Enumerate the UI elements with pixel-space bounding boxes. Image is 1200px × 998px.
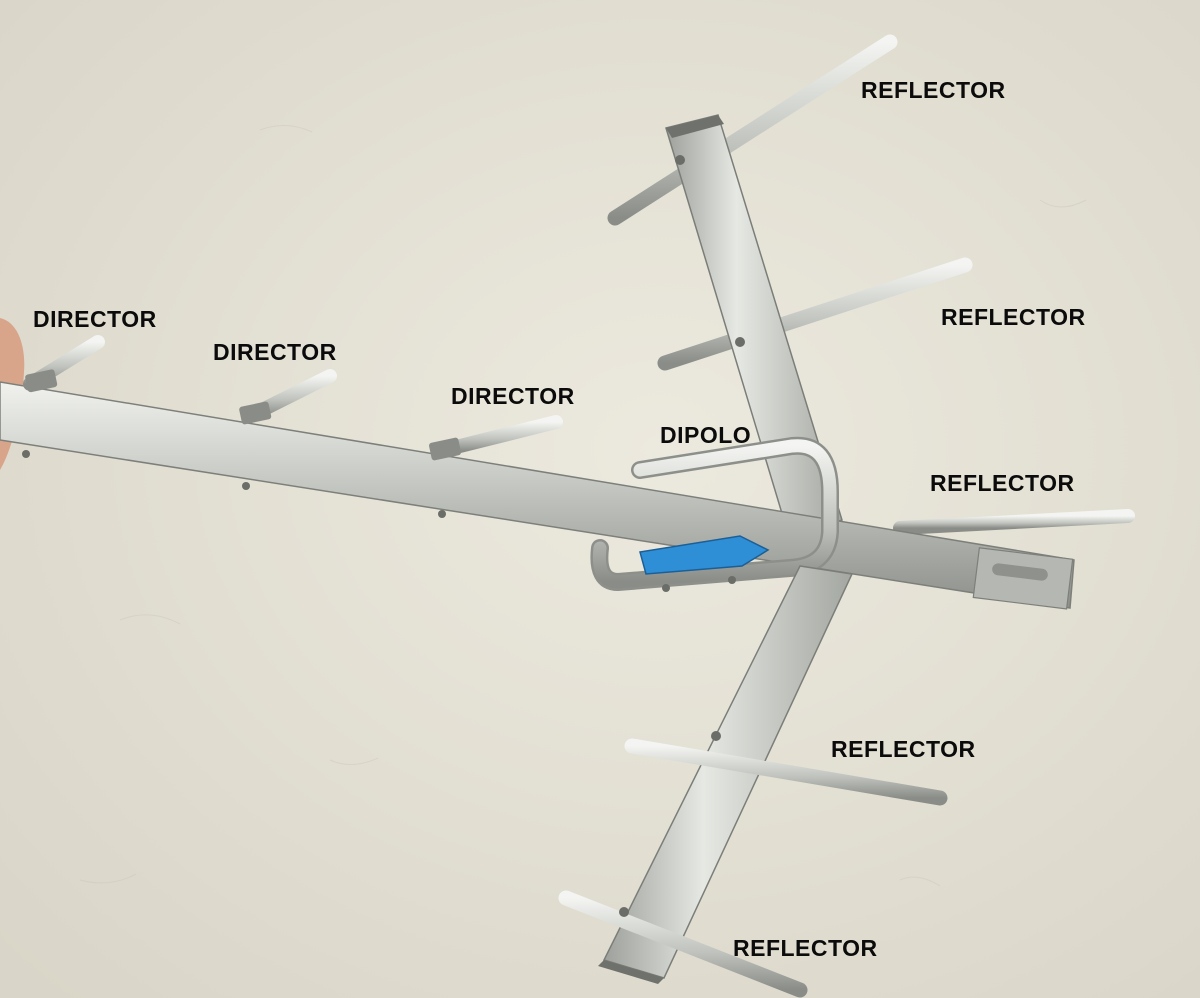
reflector-label: REFLECTOR	[861, 77, 1006, 103]
reflector-label: REFLECTOR	[733, 935, 878, 961]
bolts	[22, 155, 745, 917]
folded-dipole	[590, 436, 839, 592]
director-label: DIRECTOR	[451, 383, 575, 409]
dipole-insulator	[639, 535, 770, 575]
director-label: DIRECTOR	[213, 339, 337, 365]
reflector-label: REFLECTOR	[831, 736, 976, 762]
director-label: DIRECTOR	[33, 306, 157, 332]
reflector-label: REFLECTOR	[930, 470, 1075, 496]
wall-texture	[79, 125, 1087, 887]
lower-reflector-rods	[558, 738, 948, 998]
reflector-label: REFLECTOR	[941, 304, 1086, 330]
dipolo-label: DIPOLO	[660, 422, 752, 448]
main-boom	[0, 381, 1075, 609]
upper-reflector-rods	[607, 34, 973, 371]
rear-reflector-rod	[893, 509, 1135, 535]
director-clamps	[25, 369, 461, 461]
